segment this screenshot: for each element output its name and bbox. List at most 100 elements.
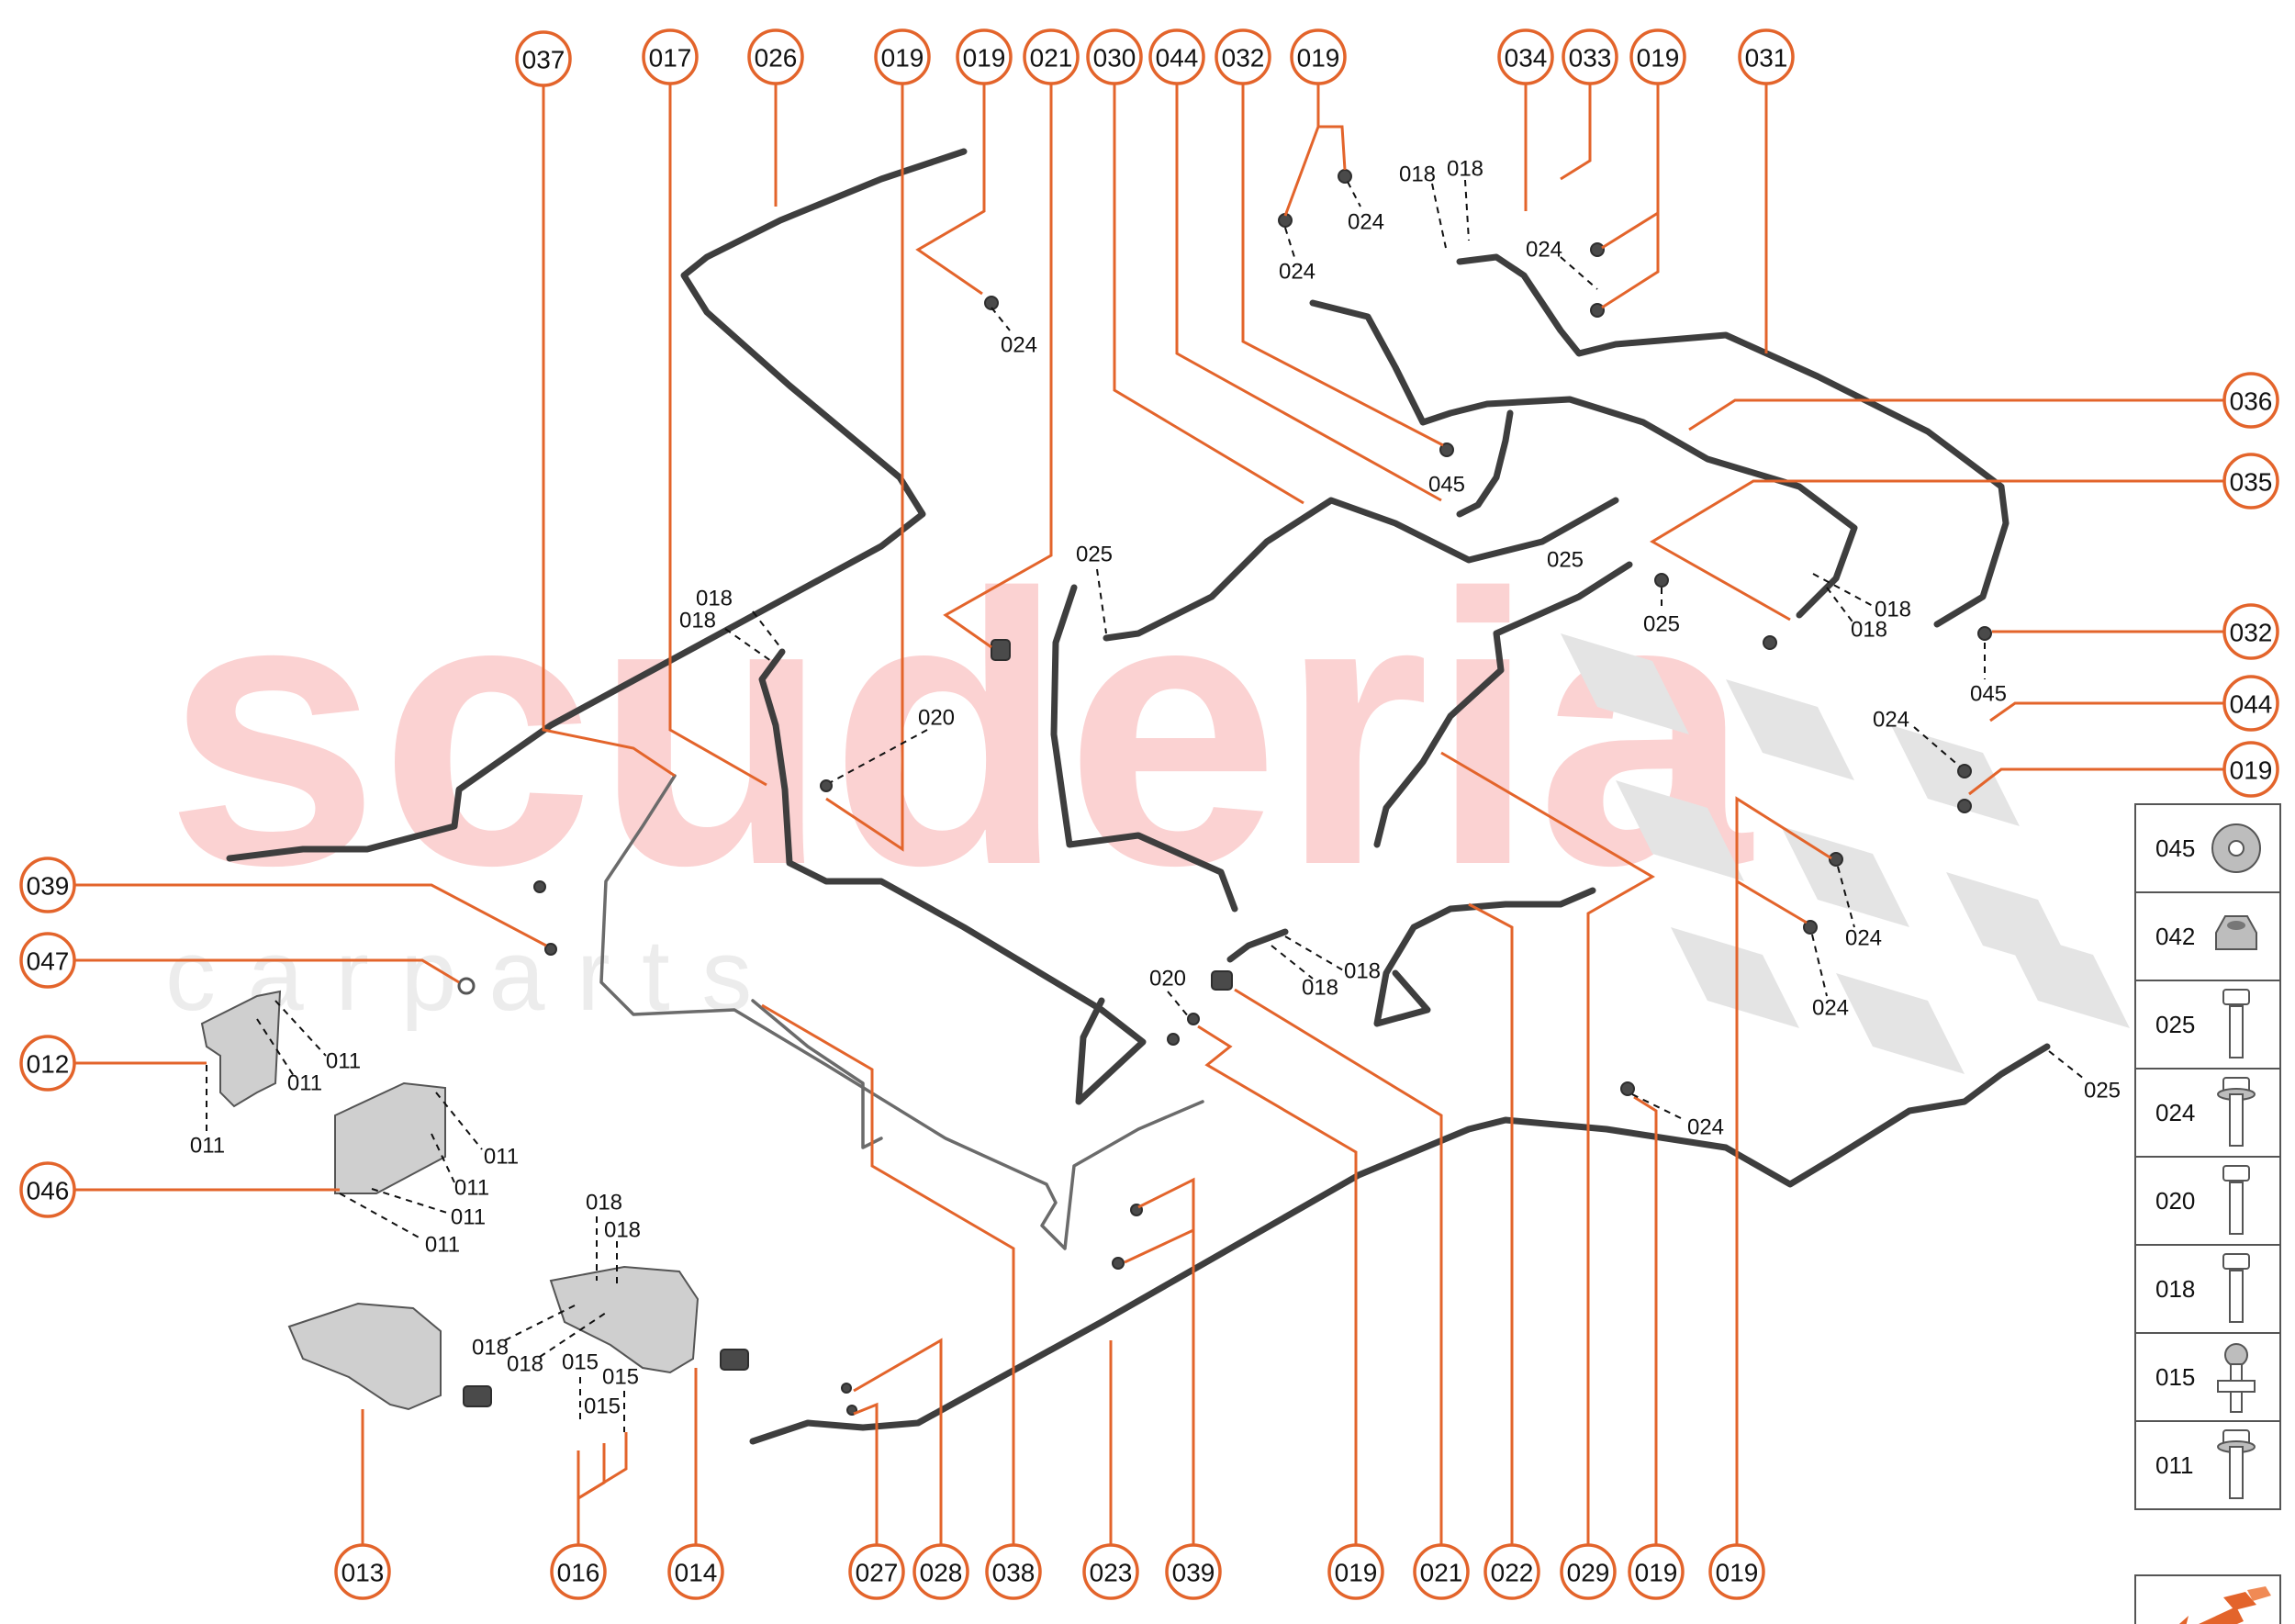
dash-018 xyxy=(1431,183,1447,249)
part-label-018: 018 xyxy=(679,609,716,633)
callout-034[interactable]: 034 xyxy=(1497,28,1554,85)
callout-021[interactable]: 021 xyxy=(1023,28,1080,85)
pipe-025-main xyxy=(1103,497,1619,642)
legend-cell-042[interactable]: 042 xyxy=(2134,891,2281,981)
callout-017[interactable]: 017 xyxy=(642,28,699,85)
callout-label: 039 xyxy=(27,872,70,901)
legend-cell-020[interactable]: 020 xyxy=(2134,1156,2281,1246)
callout-030[interactable]: 030 xyxy=(1086,28,1143,85)
callout-label: 023 xyxy=(1090,1559,1133,1587)
callout-035[interactable]: 035 xyxy=(2222,453,2279,510)
callout-044[interactable]: 044 xyxy=(1148,28,1205,85)
leader-047 xyxy=(66,958,460,984)
leader-035 xyxy=(1650,479,2233,622)
callout-028[interactable]: 028 xyxy=(912,1543,969,1600)
leader-021b xyxy=(1234,988,1443,1553)
leader-021 xyxy=(943,75,1053,649)
part-label-024: 024 xyxy=(1812,996,1849,1021)
callout-047[interactable]: 047 xyxy=(19,932,76,989)
nav-arrow-button[interactable] xyxy=(2134,1574,2281,1624)
callout-012[interactable]: 012 xyxy=(19,1035,76,1092)
callout-019[interactable]: 019 xyxy=(1628,1543,1685,1600)
checker-flag-watermark xyxy=(1561,633,2130,1074)
callout-circle xyxy=(2222,675,2279,732)
leader-019c xyxy=(1283,75,1320,217)
callout-037[interactable]: 037 xyxy=(515,30,572,87)
callout-label: 019 xyxy=(1716,1559,1759,1587)
callout-019[interactable]: 019 xyxy=(1290,28,1347,85)
callout-021[interactable]: 021 xyxy=(1413,1543,1470,1600)
leader-036 xyxy=(1688,398,2233,431)
callout-038[interactable]: 038 xyxy=(985,1543,1042,1600)
legend-cell-frame xyxy=(2134,1244,2281,1334)
part-label-020: 020 xyxy=(1149,967,1186,991)
legend-cell-045[interactable]: 045 xyxy=(2134,803,2281,893)
leader-019c2 xyxy=(1318,125,1347,171)
dash-018 xyxy=(1271,945,1314,980)
legend-code: 018 xyxy=(2155,1275,2195,1303)
legend-cell-011[interactable]: 011 xyxy=(2134,1420,2281,1510)
part-039-clip xyxy=(533,880,546,893)
callout-label: 044 xyxy=(1156,44,1199,73)
callout-016[interactable]: 016 xyxy=(550,1543,607,1600)
part-label-024: 024 xyxy=(1348,210,1384,235)
callout-019[interactable]: 019 xyxy=(1629,28,1686,85)
callout-circle xyxy=(1562,28,1618,85)
callout-031[interactable]: 031 xyxy=(1738,28,1795,85)
dash-018 xyxy=(724,628,772,662)
washer-icon xyxy=(2211,823,2261,873)
callout-046[interactable]: 046 xyxy=(19,1161,76,1218)
callout-044[interactable]: 044 xyxy=(2222,675,2279,732)
callout-019[interactable]: 019 xyxy=(956,28,1013,85)
callout-019[interactable]: 019 xyxy=(874,28,931,85)
callout-019[interactable]: 019 xyxy=(2222,741,2279,798)
legend-cell-frame xyxy=(2134,1068,2281,1158)
callout-036[interactable]: 036 xyxy=(2222,372,2279,429)
callout-022[interactable]: 022 xyxy=(1483,1543,1540,1600)
callout-032[interactable]: 032 xyxy=(2222,603,2279,660)
callout-027[interactable]: 027 xyxy=(848,1543,905,1600)
legend-cell-018[interactable]: 018 xyxy=(2134,1244,2281,1334)
legend-cell-015[interactable]: 015 xyxy=(2134,1332,2281,1422)
callout-026[interactable]: 026 xyxy=(747,28,804,85)
callout-014[interactable]: 014 xyxy=(667,1543,724,1600)
callout-039[interactable]: 039 xyxy=(1165,1543,1222,1600)
callout-circle xyxy=(874,28,931,85)
callout-039[interactable]: 039 xyxy=(19,857,76,913)
part-019-clip xyxy=(1338,169,1352,184)
callout-033[interactable]: 033 xyxy=(1562,28,1618,85)
watermark: scuderia c a r p a r t s xyxy=(165,515,2130,1074)
callout-032[interactable]: 032 xyxy=(1215,28,1271,85)
leader-lines xyxy=(66,75,2233,1553)
callout-019[interactable]: 019 xyxy=(1327,1543,1384,1600)
legend-code: 020 xyxy=(2155,1187,2195,1215)
leader-030 xyxy=(1113,75,1304,505)
callout-013[interactable]: 013 xyxy=(334,1543,391,1600)
callout-circle xyxy=(1738,28,1795,85)
legend-code: 024 xyxy=(2155,1099,2195,1126)
callout-label: 030 xyxy=(1093,44,1136,73)
callout-023[interactable]: 023 xyxy=(1082,1543,1139,1600)
legend-cell-024[interactable]: 024 xyxy=(2134,1068,2281,1158)
orange-arrow-icon xyxy=(2178,1586,2271,1624)
part-024-clip xyxy=(984,296,999,310)
dash-024 xyxy=(1560,256,1598,290)
pipe-029 xyxy=(1373,561,1633,848)
callout-circle xyxy=(912,1543,969,1600)
leader-029 xyxy=(1440,751,1655,1553)
dash-024 xyxy=(991,307,1011,331)
legend-cell-025[interactable]: 025 xyxy=(2134,980,2281,1070)
dash-018 xyxy=(1464,179,1470,241)
part-019-clip xyxy=(1957,799,1972,813)
callout-029[interactable]: 029 xyxy=(1560,1543,1617,1600)
part-039-clip-lower xyxy=(1112,1257,1125,1270)
part-024-clip xyxy=(1620,1081,1635,1096)
part-label-024: 024 xyxy=(1279,260,1315,285)
pipe-036 xyxy=(1309,299,1858,619)
callout-circle xyxy=(1560,1543,1617,1600)
callout-019[interactable]: 019 xyxy=(1708,1543,1765,1600)
connector-013 xyxy=(463,1385,492,1407)
part-label-018: 018 xyxy=(696,587,733,611)
